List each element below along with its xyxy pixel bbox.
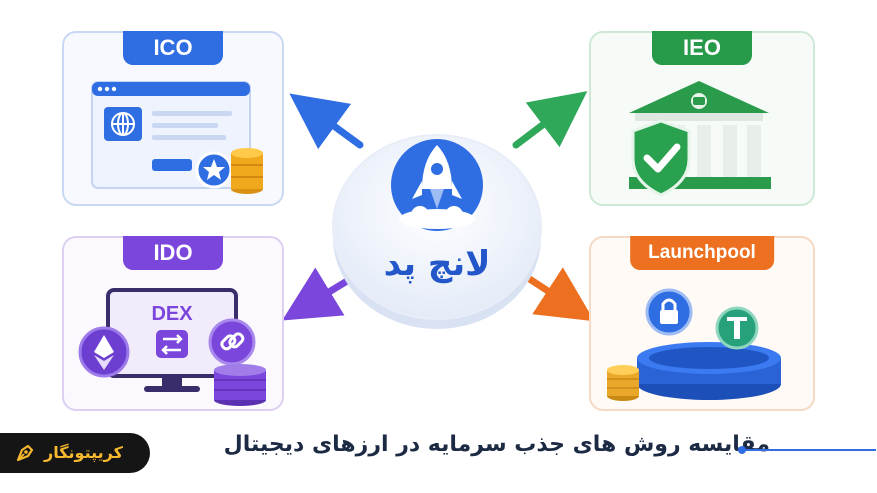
ieo-tab: IEO xyxy=(652,31,752,65)
ido-illustration: DEX xyxy=(78,288,266,406)
page-caption: مقایسه روش های جذب سرمایه در ارزهای دیجی… xyxy=(223,432,770,457)
caption-line xyxy=(746,449,876,451)
pool-icon xyxy=(637,342,781,400)
ico-tab: ICO xyxy=(123,31,223,65)
launchpool-illustration xyxy=(607,288,781,401)
brand-badge: کریپتونگار xyxy=(0,433,150,473)
launchpad-center: لانچ پد xyxy=(330,127,544,331)
star-badge-icon xyxy=(195,151,233,189)
gold-coin-stack-icon xyxy=(607,365,639,401)
arrow-to-ieo xyxy=(512,91,588,149)
launchpad-disc xyxy=(332,134,542,329)
card-launchpool: Launchpool xyxy=(589,236,815,411)
caption-dot xyxy=(738,446,746,454)
rocket-icon xyxy=(391,139,483,231)
chainlink-coin-icon xyxy=(208,318,256,366)
brand-name: کریپتونگار xyxy=(44,443,123,462)
purple-coin-stack-icon xyxy=(214,364,266,406)
card-ico: ICO xyxy=(62,31,284,206)
ico-illustration xyxy=(91,81,263,194)
ido-tab: IDO xyxy=(123,236,223,270)
ethereum-coin-icon xyxy=(78,326,130,378)
card-ido: IDO DEX xyxy=(62,236,284,411)
globe-icon xyxy=(111,112,135,136)
coin-stack-icon xyxy=(231,148,263,194)
dex-screen-label: DEX xyxy=(151,303,193,325)
card-ieo: IEO xyxy=(589,31,815,206)
arrow-to-ido xyxy=(282,267,356,321)
tether-coin-icon xyxy=(715,306,759,350)
arrow-to-launchpool xyxy=(524,267,595,322)
shield-check-icon xyxy=(631,119,691,197)
lock-coin-icon xyxy=(645,288,693,336)
launchpool-tab: Launchpool xyxy=(630,236,774,270)
ieo-illustration xyxy=(629,81,771,197)
swap-arrows-icon xyxy=(156,330,188,358)
pen-nib-icon xyxy=(16,444,34,462)
arrow-to-ico xyxy=(289,93,364,150)
window-dot-icon xyxy=(97,86,103,92)
launchpad-title: لانچ پد xyxy=(383,244,491,284)
